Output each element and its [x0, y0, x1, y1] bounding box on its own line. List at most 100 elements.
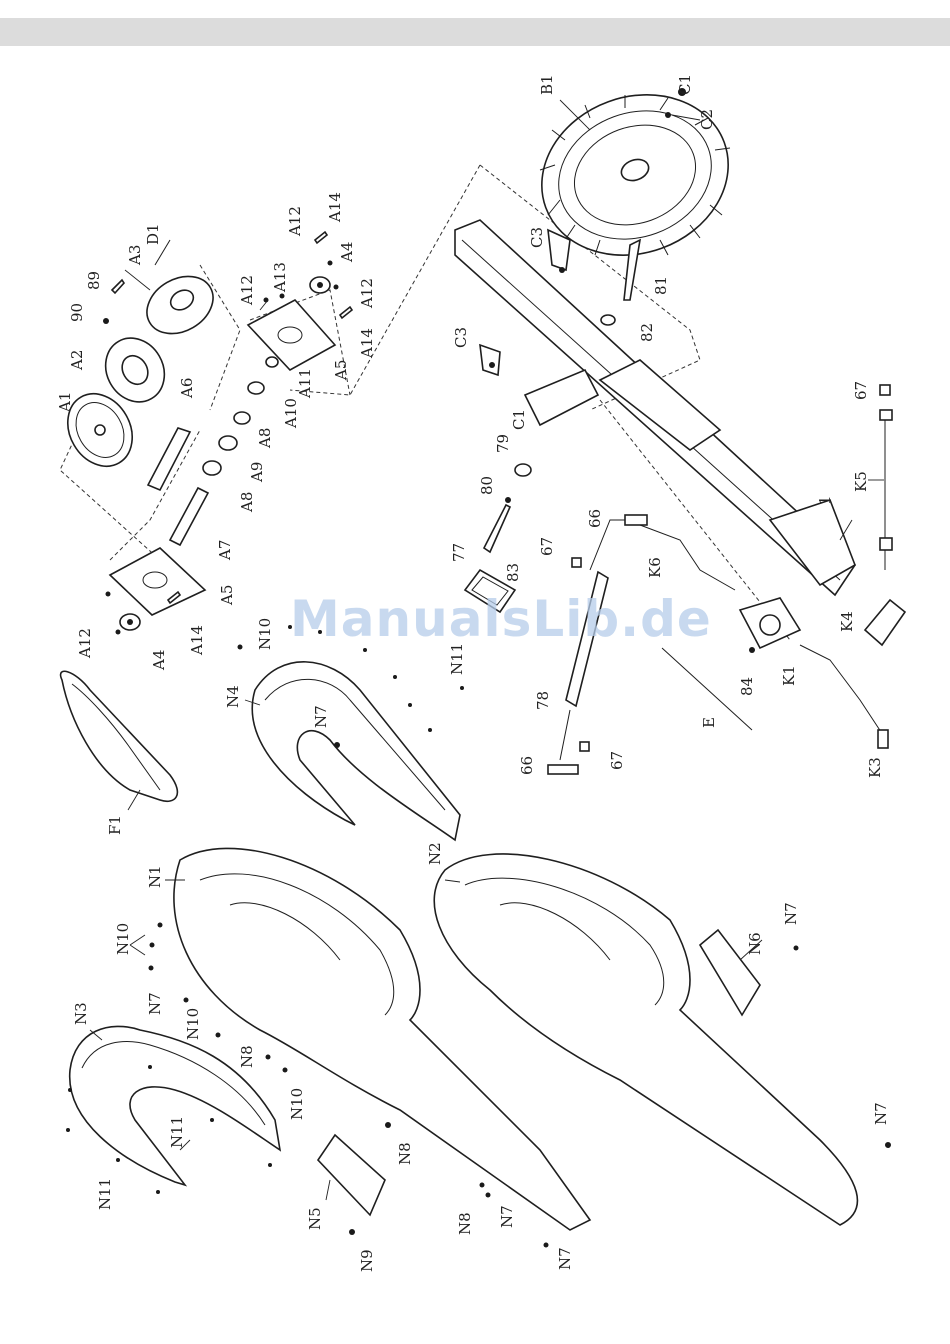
label-82: 82	[638, 323, 656, 342]
label-n10-low: N10	[288, 1088, 306, 1120]
label-a12-top: A12	[286, 206, 304, 237]
screw-89	[112, 280, 124, 293]
label-a10: A10	[282, 398, 300, 429]
label-n7-n6: N7	[782, 902, 800, 925]
cable-k5	[880, 410, 892, 570]
label-a14-top: A14	[326, 192, 344, 223]
connector-67-lower	[580, 742, 589, 751]
bearing-a9	[219, 436, 237, 450]
bolt-83	[484, 505, 510, 552]
label-a2: A2	[68, 350, 86, 371]
washer-82	[601, 315, 615, 325]
connector-66-lower	[548, 765, 578, 774]
label-n10-top: N10	[256, 618, 274, 650]
label-66-top: 66	[586, 509, 604, 528]
spacer-79	[515, 464, 531, 476]
belt-f1	[61, 671, 178, 801]
label-n4: N4	[224, 685, 242, 708]
label-80: 80	[478, 476, 496, 495]
cover-n5	[318, 1135, 385, 1215]
label-n10-left: N10	[114, 923, 132, 955]
label-e: E	[700, 717, 718, 728]
label-c1-low: C1	[510, 409, 528, 430]
plate-a5-lower	[110, 548, 205, 615]
label-a14-low: A14	[188, 625, 206, 656]
label-a12-low: A12	[76, 628, 94, 659]
screw-84	[749, 647, 755, 653]
label-n5: N5	[306, 1207, 324, 1230]
label-n7-left: N7	[146, 992, 164, 1015]
label-c2: C2	[698, 109, 716, 130]
c2-washer	[665, 112, 671, 118]
label-n11-mid: N11	[168, 1116, 186, 1148]
cable-k6	[625, 515, 735, 590]
label-a8-top: A8	[256, 428, 274, 449]
label-67-right: 67	[852, 381, 870, 400]
label-f1: F1	[106, 815, 124, 835]
label-79: 79	[494, 434, 512, 453]
label-66-low: 66	[518, 756, 536, 775]
label-67-top: 67	[538, 537, 556, 556]
label-a12-mid: A12	[238, 275, 256, 306]
label-a11: A11	[296, 368, 314, 399]
bearing-a8-lower	[203, 461, 221, 475]
nut-80	[505, 497, 511, 503]
label-a3: A3	[126, 245, 144, 266]
label-n11-low: N11	[96, 1178, 114, 1210]
label-n9: N9	[358, 1249, 376, 1272]
console-k4	[865, 600, 905, 645]
label-89: 89	[85, 271, 103, 290]
cable-k3	[800, 645, 888, 748]
bearing-a8-upper	[234, 412, 250, 424]
label-n8-left: N8	[238, 1045, 256, 1068]
cover-n4	[252, 662, 460, 840]
label-81: 81	[652, 276, 670, 295]
label-a9: A9	[248, 462, 266, 483]
label-a5-top: A5	[332, 360, 350, 381]
label-77: 77	[450, 543, 468, 562]
label-b1: B1	[538, 74, 556, 95]
label-n8-right: N8	[456, 1212, 474, 1235]
label-k1: K1	[780, 665, 798, 686]
label-84: 84	[738, 677, 756, 696]
label-a6: A6	[178, 378, 196, 399]
label-a14-mid: A14	[358, 328, 376, 359]
washer-a11	[266, 357, 278, 367]
label-78: 78	[534, 691, 552, 710]
label-n1: N1	[146, 865, 164, 888]
label-n2: N2	[426, 842, 444, 865]
hub-a3	[137, 265, 224, 345]
label-67-low: 67	[608, 751, 626, 770]
label-a8-low: A8	[238, 492, 256, 513]
connector-67-right	[880, 385, 890, 395]
label-k4: K4	[838, 611, 856, 632]
label-a12-right: A12	[358, 278, 376, 309]
label-d1: D1	[144, 223, 162, 245]
label-k3: K3	[866, 757, 884, 778]
label-c3-low: C3	[452, 327, 470, 348]
watermark: ManualsLib.de	[290, 590, 712, 648]
label-a5-low: A5	[218, 585, 236, 606]
bearing-a4-lower	[120, 614, 140, 630]
label-n7-right: N7	[498, 1205, 516, 1228]
label-n3: N3	[72, 1002, 90, 1025]
label-n8-mid: N8	[396, 1142, 414, 1165]
label-k6: K6	[646, 557, 664, 578]
label-a4-low: A4	[150, 650, 168, 671]
washer-a10	[248, 382, 264, 394]
label-n7-mid: N7	[312, 705, 330, 728]
label-a13: A13	[271, 262, 289, 293]
label-a1: A1	[56, 392, 74, 413]
label-a7: A7	[216, 540, 234, 561]
label-n7-bottom: N7	[556, 1247, 574, 1270]
label-n7-far: N7	[872, 1102, 890, 1125]
label-n10-mid: N10	[184, 1008, 202, 1040]
label-90: 90	[68, 303, 86, 322]
nut-90	[103, 318, 109, 324]
label-83: 83	[504, 563, 522, 582]
label-k5: K5	[852, 471, 870, 492]
c3-bracket-lower	[480, 345, 500, 375]
axle-a7	[170, 488, 208, 545]
bearing-a4-upper	[310, 277, 330, 293]
